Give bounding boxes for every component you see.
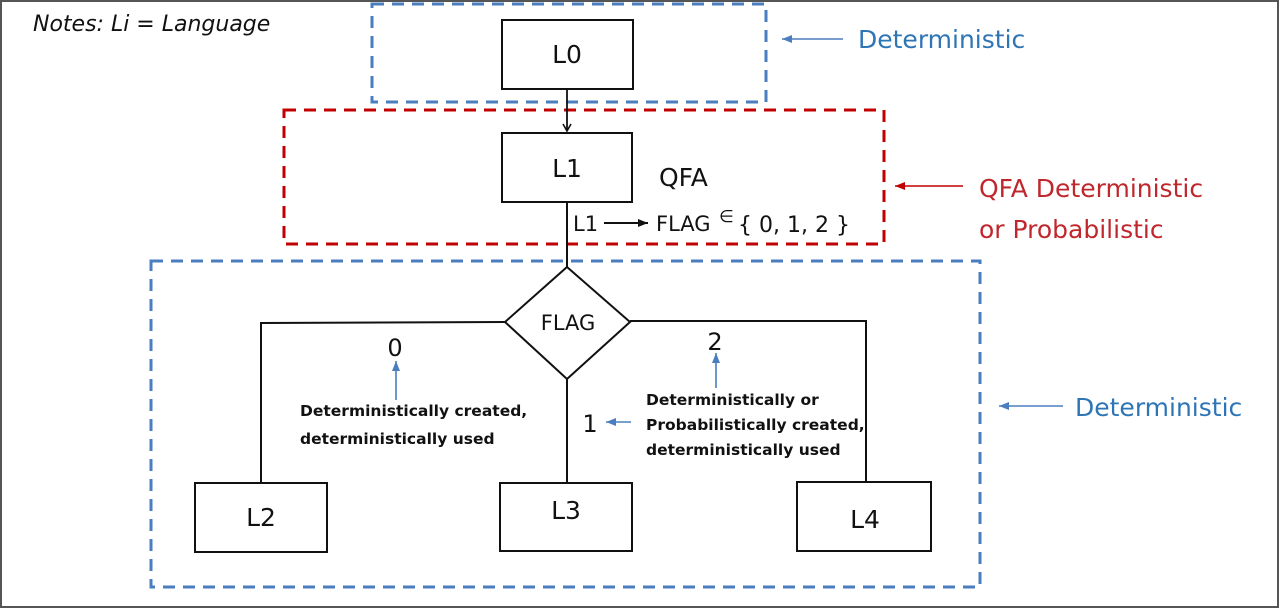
branch-2-note: Deterministically or Probabilistically c…: [646, 391, 865, 459]
branch-0-note-line-2: deterministically used: [300, 430, 495, 448]
branch-value-1: 1: [582, 410, 597, 438]
node-l3-box: [499, 482, 633, 552]
node-l3[interactable]: L3: [499, 482, 633, 552]
mapping-source: L1: [573, 212, 598, 236]
edge-flag-to-l2: [260, 321, 506, 483]
element-of-symbol: ∈: [719, 207, 734, 227]
node-l2-label: L2: [246, 503, 276, 532]
mapping-set: { 0, 1, 2 }: [738, 213, 850, 238]
node-l1-box: [501, 132, 633, 203]
notes-text: Notes: Li = Language: [33, 12, 270, 37]
branch-value-0: 0: [387, 334, 402, 362]
branch-value-2: 2: [707, 328, 722, 356]
branch-2-note-line-1: Deterministically or: [646, 391, 819, 409]
deterministic-region-top: [370, 2, 768, 104]
legend-qfa: QFA Deterministic or Probabilistic: [895, 174, 1203, 244]
qfa-region: [282, 108, 886, 246]
legend-qfa-label-line-1: QFA Deterministic: [979, 174, 1203, 203]
node-l0[interactable]: L0: [501, 19, 634, 90]
legend-qfa-label-line-2: or Probabilistic: [979, 215, 1164, 244]
qfa-label: QFA: [659, 163, 708, 192]
mapping-target: FLAG: [656, 212, 711, 236]
legend-bottom-label: Deterministic: [1075, 393, 1242, 422]
mapping-expression: L1 FLAG ∈ { 0, 1, 2 }: [573, 207, 850, 238]
legend-top-deterministic: Deterministic: [782, 25, 1025, 54]
branch-2-note-line-2: Probabilistically created,: [646, 416, 865, 434]
legend-bottom-deterministic: Deterministic: [999, 393, 1242, 422]
node-l4-box: [796, 481, 932, 552]
node-l2[interactable]: L2: [194, 482, 328, 553]
edge-flag-to-l4: [630, 320, 867, 482]
node-l1-label: L1: [552, 154, 582, 183]
node-l1[interactable]: L1: [501, 132, 633, 203]
node-l0-label: L0: [552, 40, 582, 69]
deterministic-region-bottom: [149, 259, 982, 589]
node-l2-box: [194, 482, 328, 553]
branch-0-note-line-1: Deterministically created,: [300, 402, 527, 420]
node-l4[interactable]: L4: [796, 481, 932, 552]
node-l4-label: L4: [850, 505, 880, 534]
node-l0-box: [501, 19, 634, 90]
flag-label: FLAG: [541, 311, 596, 335]
node-l3-label: L3: [551, 496, 581, 525]
node-flag-decision[interactable]: FLAG: [503, 265, 632, 381]
legend-top-label: Deterministic: [858, 25, 1025, 54]
branch-2-note-line-3: deterministically used: [646, 441, 841, 459]
branch-0-note: Deterministically created, deterministic…: [300, 402, 527, 448]
